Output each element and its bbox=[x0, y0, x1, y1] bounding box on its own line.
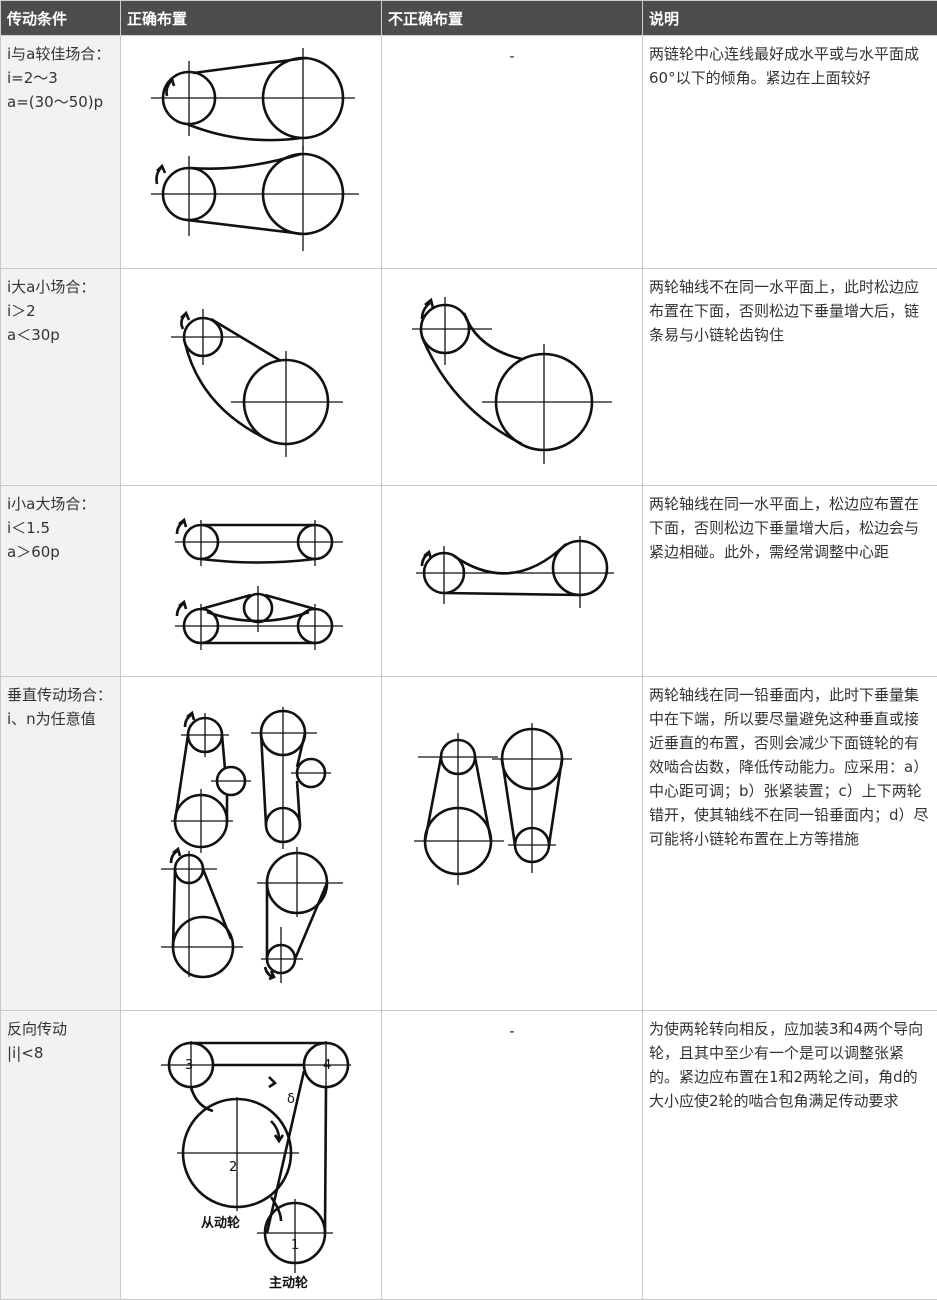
header-condition: 传动条件 bbox=[1, 1, 121, 36]
note-cell: 两链轮中心连线最好成水平或与水平面成60°以下的倾角。紧边在上面较好 bbox=[643, 36, 937, 269]
correct-layout-diagram bbox=[121, 36, 382, 269]
header-row: 传动条件 正确布置 不正确布置 说明 bbox=[1, 1, 937, 36]
note-cell: 两轮轴线在同一水平面上，松边应布置在下面，否则松边下垂量增大后，松边会与紧边相碰… bbox=[643, 486, 937, 677]
incorrect-layout-diagram bbox=[382, 677, 643, 1011]
correct-layout-diagram bbox=[121, 677, 382, 1011]
chain-drive-long-center-correct-diagram bbox=[121, 486, 382, 676]
chain-drive-long-center-incorrect-diagram bbox=[382, 486, 643, 676]
incorrect-layout-cell: - bbox=[382, 36, 643, 269]
chain-drive-vertical-incorrect-diagram bbox=[382, 677, 643, 1010]
table-row: 垂直传动场合： i、n为任意值 bbox=[1, 677, 937, 1011]
condition-cell: 垂直传动场合： i、n为任意值 bbox=[1, 677, 121, 1011]
condition-line: |i|<8 bbox=[7, 1041, 114, 1065]
condition-line: i与a较佳场合： bbox=[7, 42, 114, 66]
header-incorrect: 不正确布置 bbox=[382, 1, 643, 36]
table-row: i小a大场合： i＜1.5 a＞60p bbox=[1, 486, 937, 677]
incorrect-layout-diagram bbox=[382, 486, 643, 677]
correct-layout-diagram bbox=[121, 486, 382, 677]
condition-cell: 反向传动 |i|<8 bbox=[1, 1011, 121, 1300]
table-row: 反向传动 |i|<8 bbox=[1, 1011, 937, 1300]
condition-line: 垂直传动场合： bbox=[7, 683, 114, 707]
note-cell: 两轮轴线不在同一水平面上，此时松边应布置在下面，否则松边下垂量增大后，链条易与小… bbox=[643, 269, 937, 486]
table-row: i大a小场合： i＞2 a＜30p bbox=[1, 269, 937, 486]
label-wheel-1: 1 bbox=[291, 1238, 299, 1253]
header-note: 说明 bbox=[643, 1, 937, 36]
condition-line: a＜30p bbox=[7, 323, 114, 347]
chain-drive-inclined-correct-diagram bbox=[121, 269, 382, 485]
chain-drive-horizontal-diagram bbox=[121, 36, 382, 268]
chain-drive-vertical-correct-diagram bbox=[121, 677, 382, 1010]
condition-line: i、n为任意值 bbox=[7, 707, 114, 731]
incorrect-layout-cell: - bbox=[382, 1011, 643, 1300]
condition-line: i＜1.5 bbox=[7, 516, 114, 540]
condition-line: i大a小场合： bbox=[7, 275, 114, 299]
note-cell: 为使两轮转向相反，应加装3和4两个导向轮，且其中至少有一个是可以调整张紧的。紧边… bbox=[643, 1011, 937, 1300]
condition-line: a=(30～50)p bbox=[7, 90, 114, 114]
condition-line: 反向传动 bbox=[7, 1017, 114, 1041]
table-row: i与a较佳场合： i=2～3 a=(30～50)p bbox=[1, 36, 937, 269]
condition-cell: i小a大场合： i＜1.5 a＞60p bbox=[1, 486, 121, 677]
no-diagram-dash: - bbox=[509, 1022, 514, 1040]
label-driver-wheel: 主动轮 bbox=[269, 1275, 308, 1291]
note-cell: 两轮轴线在同一铅垂面内，此时下垂量集中在下端，所以要尽量避免这种垂直或接近垂直的… bbox=[643, 677, 937, 1011]
label-wheel-4: 4 bbox=[323, 1058, 331, 1073]
label-wheel-2: 2 bbox=[229, 1160, 237, 1175]
chain-drive-reverse-diagram: 3 4 2 1 δ 从动轮 主动轮 bbox=[121, 1011, 382, 1299]
incorrect-layout-diagram bbox=[382, 269, 643, 486]
label-driven-wheel: 从动轮 bbox=[201, 1215, 240, 1231]
condition-line: i＞2 bbox=[7, 299, 114, 323]
correct-layout-diagram: 3 4 2 1 δ 从动轮 主动轮 bbox=[121, 1011, 382, 1300]
condition-cell: i与a较佳场合： i=2～3 a=(30～50)p bbox=[1, 36, 121, 269]
condition-line: i=2～3 bbox=[7, 66, 114, 90]
header-correct: 正确布置 bbox=[121, 1, 382, 36]
chain-drive-inclined-incorrect-diagram bbox=[382, 269, 643, 485]
correct-layout-diagram bbox=[121, 269, 382, 486]
condition-cell: i大a小场合： i＞2 a＜30p bbox=[1, 269, 121, 486]
condition-line: i小a大场合： bbox=[7, 492, 114, 516]
label-angle: δ bbox=[287, 1092, 295, 1107]
label-wheel-3: 3 bbox=[185, 1058, 193, 1073]
condition-line: a＞60p bbox=[7, 540, 114, 564]
no-diagram-dash: - bbox=[509, 47, 514, 65]
